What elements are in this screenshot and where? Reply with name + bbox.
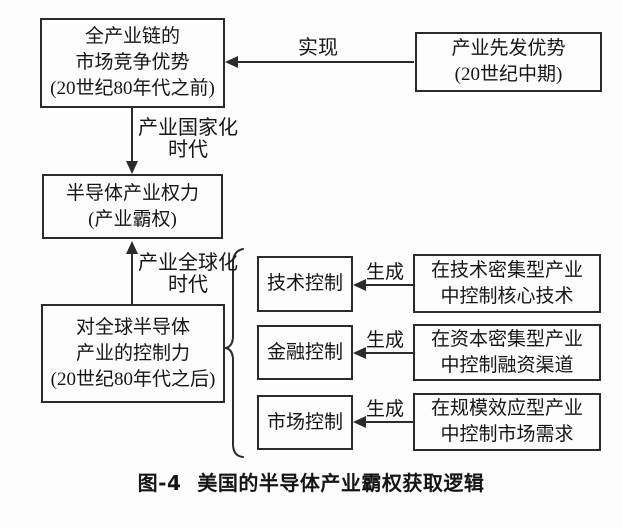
nationalization-arrowhead (126, 161, 138, 174)
box-first-mover-line2: (20世纪中期) (454, 64, 563, 85)
figure-caption-label: 图-4 (137, 471, 182, 495)
figure-caption-title: 美国的半导体产业霸权获取逻辑 (197, 471, 485, 495)
globalization-label-line1: 产业全球化 (138, 252, 238, 274)
box-market-source-line1: 在规模效应型产业 (430, 398, 583, 419)
box-market-source-line2: 中控制市场需求 (440, 424, 574, 445)
box-first-mover-line1: 产业先发优势 (451, 38, 566, 59)
box-industry-power: 半导体产业权力 (产业霸权) (42, 174, 223, 239)
nationalization-arrow-label: 产业国家化 时代 (134, 117, 242, 161)
box-global-control-line3: (20世纪80年代之后) (50, 368, 216, 390)
generate-label-tech: 生成 (365, 262, 404, 283)
box-global-control-line1: 对全球半导体 (75, 316, 190, 338)
box-first-mover-advantage: 产业先发优势 (20世纪中期) (415, 32, 602, 92)
box-global-control-line2: 产业的控制力 (75, 342, 190, 364)
box-market-control: 市场控制 (257, 395, 353, 450)
box-tech-control-label: 技术控制 (266, 273, 343, 294)
box-market-control-label: 市场控制 (266, 411, 343, 433)
box-full-chain-advantage: 全产业链的 市场竞争优势 (20世纪80年代之前) (40, 18, 225, 108)
generate-label-market: 生成 (365, 399, 404, 420)
box-full-chain-line1: 全产业链的 (84, 26, 180, 47)
globalization-arrow-label: 产业全球化 时代 (134, 252, 242, 296)
box-full-chain-line2: 市场竞争优势 (75, 52, 190, 73)
box-finance-source-line1: 在资本密集型产业 (430, 328, 583, 350)
box-tech-control: 技术控制 (257, 256, 353, 312)
box-full-chain-line3: (20世纪80年代之前) (50, 78, 215, 99)
box-industry-power-line1: 半导体产业权力 (65, 182, 199, 204)
box-tech-source-line1: 在技术密集型产业 (430, 259, 583, 281)
globalization-label-line2: 时代 (168, 274, 208, 296)
box-finance-control-label: 金融控制 (266, 341, 343, 363)
box-global-control: 对全球半导体 产业的控制力 (20世纪80年代之后) (41, 304, 225, 403)
figure-caption: 图-4 美国的半导体产业霸权获取逻辑 (0, 467, 622, 496)
generate-label-finance: 生成 (365, 330, 404, 351)
box-industry-power-line2: (产业霸权) (88, 208, 177, 230)
box-market-source: 在规模效应型产业 中控制市场需求 (413, 393, 601, 451)
box-finance-control: 金融控制 (257, 325, 353, 380)
box-finance-source-line2: 中控制融资渠道 (440, 354, 574, 376)
nationalization-label-line2: 时代 (168, 139, 208, 161)
box-tech-source: 在技术密集型产业 中控制核心技术 (413, 254, 601, 313)
box-tech-source-line2: 中控制核心技术 (440, 285, 574, 307)
realize-arrowhead (225, 56, 238, 68)
nationalization-label-line1: 产业国家化 (138, 117, 238, 139)
realize-arrow-label: 实现 (298, 37, 338, 59)
box-finance-source: 在资本密集型产业 中控制融资渠道 (413, 324, 601, 381)
